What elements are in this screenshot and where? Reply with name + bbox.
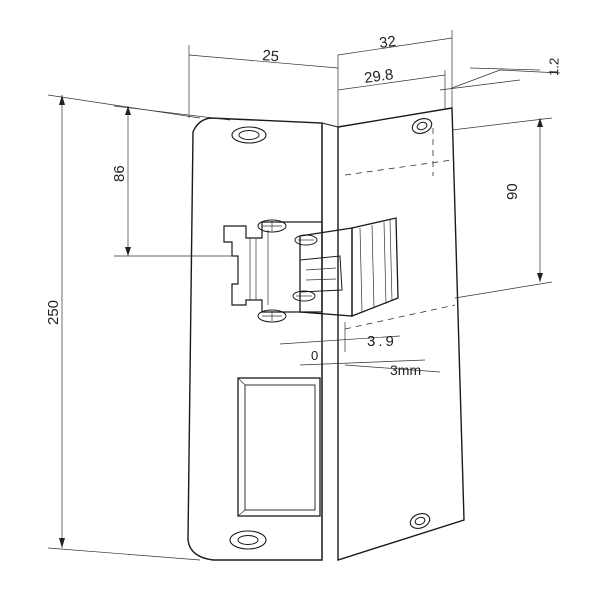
dim-adjust-zero: 0 xyxy=(311,348,318,363)
dim-height-total: 250 xyxy=(45,300,62,325)
mid-screw-bottom xyxy=(292,290,316,302)
bottom-front-hole xyxy=(229,530,267,550)
side-flange xyxy=(337,107,465,561)
top-front-hole xyxy=(231,126,267,144)
lower-cutout xyxy=(237,377,321,517)
dim-plate-width: 25 xyxy=(262,47,280,65)
top-edge xyxy=(321,122,339,128)
mounting-holes xyxy=(229,118,433,550)
bottom-screw xyxy=(257,309,287,323)
dim-flange-depth: 29.8 xyxy=(363,66,394,87)
bottom-side-hole xyxy=(409,513,431,529)
dimension-labels: 25 32 29.8 1.2 250 86 90 3.9 0 3mm xyxy=(45,33,562,378)
front-plate xyxy=(187,117,323,561)
latch-keeper xyxy=(299,227,353,317)
mid-screw-top xyxy=(294,234,318,246)
latch-keeper-side xyxy=(351,217,399,317)
dim-plate-thickness: 1.2 xyxy=(546,58,562,77)
dim-lip-offset: 3.9 xyxy=(367,333,397,350)
strike-mechanism xyxy=(223,217,399,323)
hidden-lines xyxy=(344,128,456,330)
dim-keeper-height: 90 xyxy=(504,183,521,200)
strike-body xyxy=(187,107,465,561)
dim-total-depth: 32 xyxy=(378,33,397,52)
dim-adjust-range: 3mm xyxy=(390,362,421,378)
dim-keeper-offset: 86 xyxy=(111,165,128,182)
top-side-hole xyxy=(411,118,433,134)
dimension-lines xyxy=(47,30,561,561)
top-screw xyxy=(257,219,287,233)
